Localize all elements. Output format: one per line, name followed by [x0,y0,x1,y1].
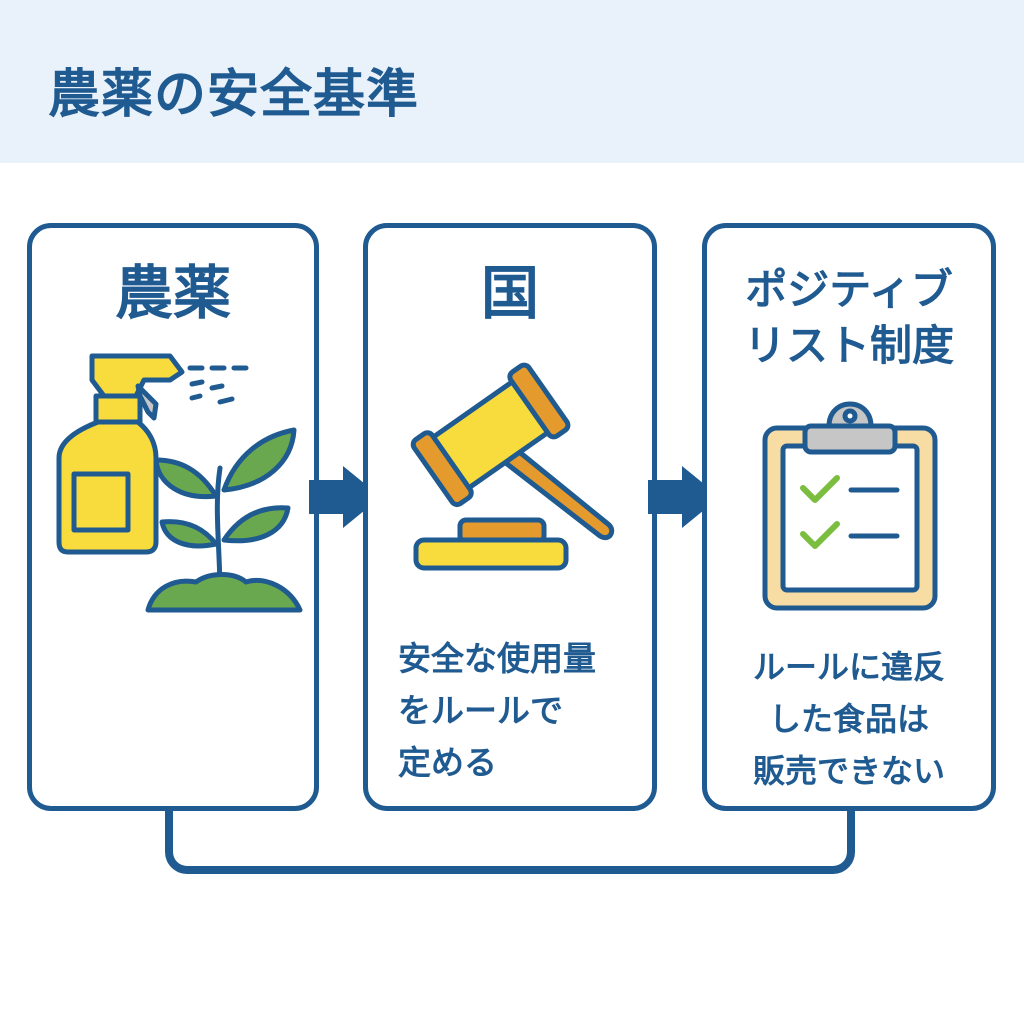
description-line: 販売できない [752,752,945,790]
panel-pesticide: 農薬 [27,223,319,811]
description-line: をルールで [398,691,563,730]
panel-government: 国 安全な使用量 をルールで 定める [363,223,657,811]
gavel-icon [410,362,615,571]
page-title: 農薬の安全基準 [48,65,420,125]
panel-positive-list-title: ポジティブ リスト制度 [707,262,991,374]
panel-positive-list-description: ルールに違反 した食品は 販売できない [707,641,991,797]
title-line: ポジティブ [745,265,953,314]
plant-sprout-icon [145,427,303,613]
description-line: ルールに違反 [752,648,945,686]
panel-government-title: 国 [480,259,539,327]
spray-bottle-icon [56,353,249,555]
header-banner: 農薬の安全基準 [0,0,1024,163]
description-line: 定める [398,743,497,782]
title-line: リスト制度 [743,321,954,370]
flow-arrow-1 [309,466,381,528]
flow-arrow-2 [648,466,720,528]
bottom-connector-line [165,800,855,874]
panel-government-description: 安全な使用量 をルールで 定める [398,633,596,789]
description-line: した食品は [768,700,929,738]
clipboard-checklist-icon [762,401,938,611]
panel-positive-list: ポジティブ リスト制度 ルールに違反 した食品は 販売できない [702,223,996,811]
panel-pesticide-title: 農薬 [114,259,231,327]
description-line: 安全な使用量 [398,639,596,678]
